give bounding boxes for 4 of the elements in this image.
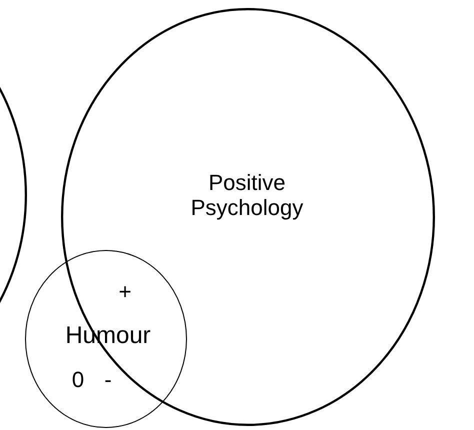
sign-label: - xyxy=(104,367,112,393)
sign-label: 0 xyxy=(72,367,84,393)
sign-label: + xyxy=(118,279,132,305)
circle-label: Positive Psychology xyxy=(190,170,304,220)
